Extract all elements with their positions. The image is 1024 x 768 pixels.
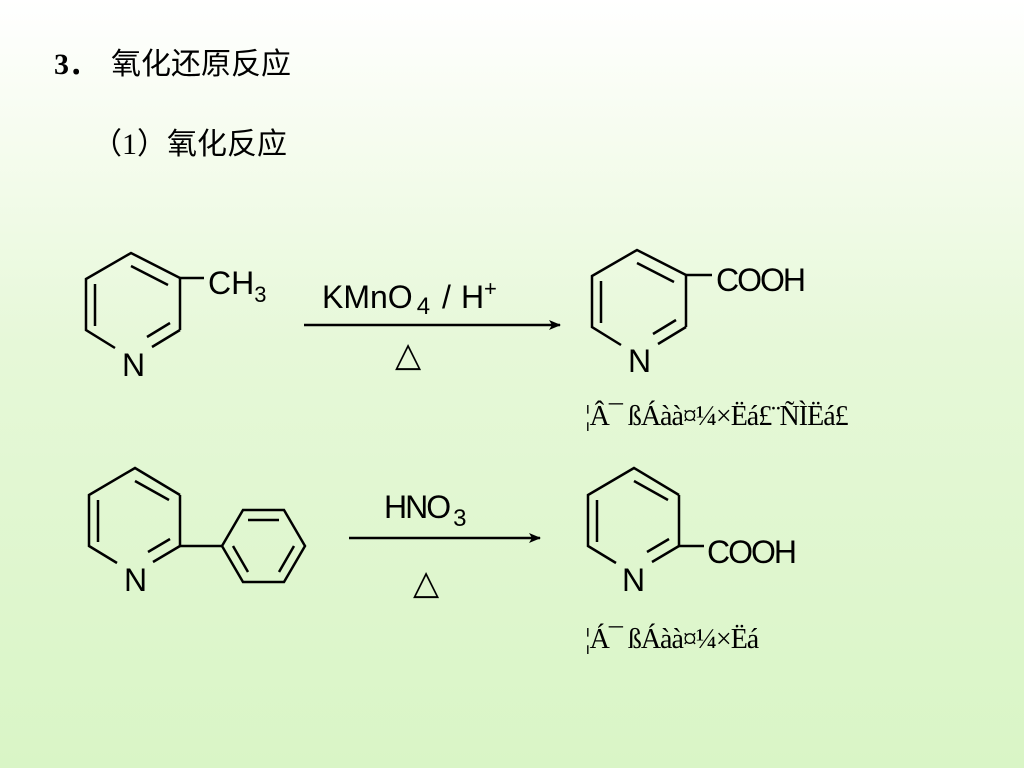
product1-nicotinic-acid	[590, 248, 712, 347]
product2-picolinic-acid	[586, 466, 704, 565]
reactant1-3-methylpyridine	[84, 251, 204, 350]
reactant1-ring-nitrogen: N	[122, 347, 145, 383]
product2-caption: ¦Á¯ ßÁàà¤¼×Ëá	[585, 624, 760, 655]
product1-carboxyl-label: COOH	[716, 262, 804, 298]
subsection-title: 氧化反应	[167, 127, 287, 162]
reaction2-heat-symbol: △	[413, 563, 440, 603]
subsection-heading: （1）氧化反应	[92, 130, 287, 160]
product1-ring-nitrogen: N	[628, 343, 651, 379]
reactant1-methyl-label: CH3	[208, 265, 266, 307]
product2-ring-nitrogen: N	[622, 562, 645, 598]
product1-caption: ¦Â¯ ßÁàà¤¼×Ëá£¨ÑÌËá£	[585, 401, 849, 432]
product2-carboxyl-label: COOH	[707, 534, 795, 570]
section-title: 氧化还原反应	[111, 47, 291, 82]
section-heading: 3． 氧化还原反应	[54, 50, 291, 80]
reactant2-ring-nitrogen: N	[124, 562, 147, 598]
section-number: 3．	[54, 48, 99, 81]
subsection-number: （1）	[92, 128, 167, 161]
reaction1-heat-symbol: △	[395, 335, 422, 375]
reactant2-2-phenylpyridine	[87, 466, 307, 584]
